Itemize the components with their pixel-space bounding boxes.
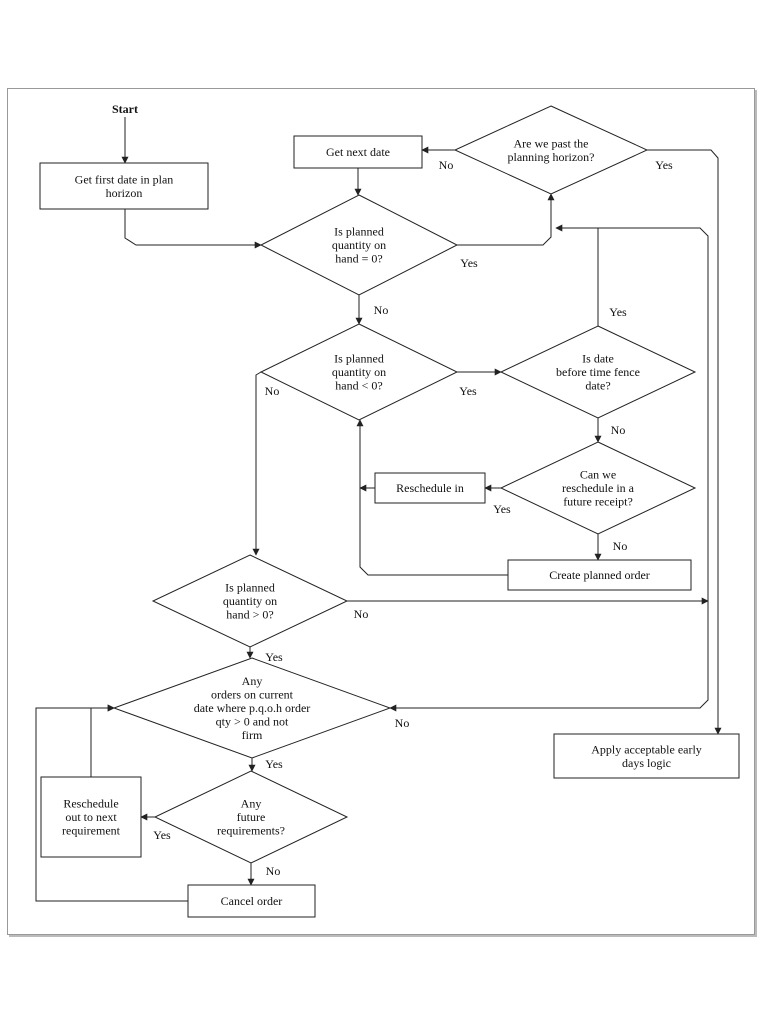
node-text: Is planned	[334, 352, 384, 366]
node-text: Are we past the	[514, 136, 589, 150]
node-text: orders on current	[211, 688, 294, 702]
node-text: requirement	[62, 824, 121, 838]
node-text: days logic	[622, 756, 671, 770]
edge-label-lt0-no: No	[265, 384, 280, 398]
node-create-order: Create planned order	[507, 559, 692, 591]
node-text: Is planned	[334, 225, 384, 239]
connector	[647, 149, 722, 735]
edge-label-resched-yes: Yes	[493, 502, 511, 516]
node-text: future receipt?	[563, 495, 633, 509]
edge-label-eq0-yes: Yes	[460, 256, 478, 270]
node-text: quantity on	[223, 594, 277, 608]
node-text: Any	[242, 674, 263, 688]
node-text: Get first date in plan	[75, 172, 174, 186]
node-text: future	[237, 810, 266, 824]
connectors	[35, 117, 722, 902]
node-text: horizon	[106, 186, 143, 200]
edge-label-lt0-yes: Yes	[459, 384, 477, 398]
node-text: hand > 0?	[226, 608, 273, 622]
node-text: Cancel order	[221, 894, 283, 908]
node-text: Any	[241, 797, 262, 811]
node-text: Get next date	[326, 145, 390, 159]
node-reschedule-in: Reschedule in	[374, 472, 486, 504]
connector	[252, 371, 262, 556]
edge-label-eq0-no: No	[374, 303, 389, 317]
edge-label-future-no: No	[266, 864, 281, 878]
edge-label-resched-no: No	[613, 539, 628, 553]
diagram-frame	[7, 88, 755, 935]
node-text: date where p.q.o.h order	[194, 701, 311, 715]
edge-label-past-yes: Yes	[655, 158, 673, 172]
connector	[555, 224, 608, 326]
node-text: date?	[585, 379, 610, 393]
node-text: qty > 0 and not	[216, 715, 289, 729]
node-text: requirements?	[217, 824, 285, 838]
edge-label-gt0-yes: Yes	[265, 650, 283, 664]
node-text: planning horizon?	[508, 150, 595, 164]
node-text: Reschedule in	[396, 481, 464, 495]
node-text: reschedule in a	[562, 481, 635, 495]
edge-label-orders-yes: Yes	[265, 757, 283, 771]
node-text: out to next	[65, 810, 117, 824]
node-text: Is planned	[225, 581, 275, 595]
node-text: Reschedule	[63, 797, 118, 811]
node-text: before time fence	[556, 365, 640, 379]
node-text: Can we	[580, 468, 616, 482]
node-text: hand < 0?	[335, 379, 382, 393]
node-text: quantity on	[332, 365, 386, 379]
edge-label-orders-no: No	[395, 716, 410, 730]
node-text: quantity on	[332, 238, 386, 252]
start-label: Start	[112, 102, 138, 116]
node-cancel-order: Cancel order	[187, 884, 316, 918]
node-text: hand = 0?	[335, 252, 382, 266]
connector	[124, 209, 262, 249]
node-text: firm	[242, 728, 263, 742]
node-text: Apply acceptable early	[591, 742, 702, 756]
edge-label-fence-yes: Yes	[609, 305, 627, 319]
node-text: Create planned order	[549, 568, 650, 582]
connector	[356, 419, 508, 576]
edge-label-past-no: No	[439, 158, 454, 172]
connector	[35, 704, 188, 902]
connector	[389, 227, 709, 712]
connector	[90, 704, 115, 777]
node-text: Is date	[582, 352, 614, 366]
edge-label-future-yes: Yes	[153, 828, 171, 842]
node-get-next-date: Get next date	[293, 135, 423, 169]
connector	[457, 193, 555, 246]
edge-label-gt0-no: No	[354, 607, 369, 621]
edge-label-fence-no: No	[611, 423, 626, 437]
